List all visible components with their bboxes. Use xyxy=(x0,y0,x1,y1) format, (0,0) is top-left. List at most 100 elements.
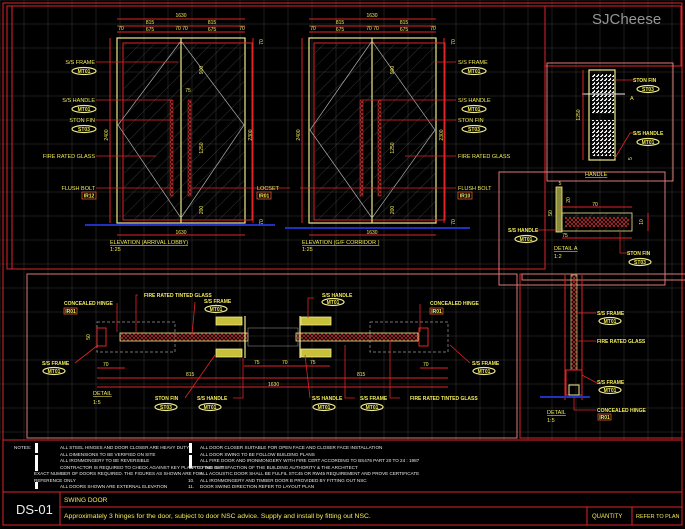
tag-mt01: MT01 xyxy=(468,107,481,113)
dim: 70 xyxy=(310,26,316,32)
dim: 70 xyxy=(451,39,457,45)
note-item: REFERENCE ONLY xyxy=(34,478,76,483)
tag-ir01: IR01 xyxy=(65,309,76,315)
tag-mt01: MT01 xyxy=(520,237,533,243)
label-concealed-hinge: CONCEALED HINGE xyxy=(64,301,114,307)
elevation-scale: 1:25 xyxy=(302,247,313,253)
dim: 1250 xyxy=(576,109,582,120)
label-ss-frame: S/S FRAME xyxy=(42,361,70,367)
tag-mt01: MT01 xyxy=(204,405,217,411)
label-fire-rated-tinted-glass: FIRE RATED TINTED GLASS xyxy=(144,293,212,299)
detail-scale: 1:2 xyxy=(554,254,562,260)
dim: 5 xyxy=(559,181,562,187)
quantity-label: QUANTITY xyxy=(592,514,622,520)
elevation-arrival-lobby: 1630 815 815 70 675 70 70 675 70 1630 24… xyxy=(43,13,290,253)
dim-height: 2400 xyxy=(296,129,302,140)
tag-ir10: IR10 xyxy=(460,194,471,200)
note-item: EXACT NUMBER OF DOORS REQUIRED. THE FIGU… xyxy=(34,471,203,476)
dim-leaf-left: 815 xyxy=(146,20,155,26)
detail-title: DETAIL xyxy=(547,410,566,416)
watermark-logo: SJCheese xyxy=(592,11,661,28)
dim: 70 xyxy=(118,26,124,32)
label-ss-frame: S/S FRAME xyxy=(597,380,625,386)
quantity-value: REFER TO PLAN xyxy=(636,514,680,520)
dim: 70 xyxy=(103,362,109,368)
label-flush-bolt: FLUSH BOLT xyxy=(458,186,492,192)
tag-mt01: MT01 xyxy=(366,405,379,411)
dim-width: 1630 xyxy=(366,13,377,19)
dim: 675 xyxy=(146,27,155,33)
label-concealed-hinge: CONCEALED HINGE xyxy=(430,301,480,307)
label-ston-fin: STON FIN xyxy=(69,118,95,124)
note-item: CONTRACTOR IS REQUIRED TO CHECK AGAINST … xyxy=(60,465,224,470)
detail-title: HANDLE xyxy=(585,172,608,178)
dim: 70 xyxy=(366,26,372,32)
drawing-description: Approximately 3 hinges for the door, sub… xyxy=(64,513,371,520)
tag-mt01: MT01 xyxy=(318,405,331,411)
dim: 75 xyxy=(185,88,191,94)
dim: 675 xyxy=(336,27,345,33)
section-marker: A xyxy=(630,96,634,102)
dim: 815 xyxy=(357,372,366,378)
label-ss-frame: S/S FRAME xyxy=(458,60,488,66)
label-ston-fin: STON FIN xyxy=(633,78,657,84)
note-number: 11. xyxy=(188,484,194,489)
dim: 815 xyxy=(186,372,195,378)
label-ss-handle: S/S HANDLE xyxy=(322,293,353,299)
label-ss-handle: S/S HANDLE xyxy=(197,396,228,402)
detail-title: DETAIL xyxy=(93,391,112,397)
note-item: DOOR SWING DIRECTION REFER TO LAYOUT PLA… xyxy=(200,484,314,489)
label-fire-rated-tinted-glass: FIRE RATED TINTED GLASS xyxy=(410,396,478,402)
dim-width: 1630 xyxy=(175,13,186,19)
label-ston-fin: STON FIN xyxy=(627,251,651,257)
label-ss-handle: S/S HANDLE xyxy=(458,98,491,104)
dim: 70 xyxy=(259,39,265,45)
tag-st03: ST03 xyxy=(468,127,480,133)
tag-ir01: IR01 xyxy=(599,415,610,421)
dim: 900 xyxy=(199,66,205,75)
dim: 70 xyxy=(451,219,457,225)
elevation-gf-corridor: 1630 815 815 70 675 70 70 675 70 1630 24… xyxy=(285,13,510,253)
dim: 70 xyxy=(175,26,181,32)
elevation-title: ELEVATION (G/F CORRIDOR ) xyxy=(302,240,380,246)
detail-title: DETAIL A xyxy=(554,246,578,252)
note-item: ALL DIMENSIONS TO BE VERIFIED ON SITE xyxy=(60,452,155,457)
tag-st03: ST03 xyxy=(160,405,172,411)
dim: 70 xyxy=(282,360,288,366)
notes: NOTES: ALL STEEL HINGES AND DOOR CLOSER … xyxy=(14,443,420,489)
tag-st03: ST03 xyxy=(642,87,654,93)
tag-mt01: MT01 xyxy=(78,69,91,75)
dim: 900 xyxy=(390,66,396,75)
dim: 1250 xyxy=(390,142,396,153)
tag-mt01: MT01 xyxy=(478,369,491,375)
label-ss-handle: S/S HANDLE xyxy=(62,98,95,104)
drawing-name: SWING DOOR xyxy=(64,497,108,504)
tag-mt01: MT01 xyxy=(48,369,61,375)
note-item: ALL STEEL HINGES AND DOOR CLOSER ARE HEA… xyxy=(60,445,189,450)
dim: 70 xyxy=(239,26,245,32)
tag-mt01: MT01 xyxy=(642,140,655,146)
tag-mt01: MT01 xyxy=(468,69,481,75)
dim-height: 2300 xyxy=(248,129,254,140)
dim: 815 xyxy=(400,20,409,26)
dim: 675 xyxy=(208,27,217,33)
dim-height: 2400 xyxy=(104,129,110,140)
drawing-code: DS-01 xyxy=(16,502,53,517)
dim: 70 xyxy=(423,362,429,368)
note-item: ALL DOOR CLOSER SUITABLE FOR OPEN FACE A… xyxy=(200,445,382,450)
label-ston-fin: STON FIN xyxy=(458,118,484,124)
handle-bar xyxy=(187,99,192,197)
elevation-scale: 1:25 xyxy=(110,247,121,253)
note-item: ALL IRONMONGERY AND TIMBER DOOR B PROVID… xyxy=(200,478,367,483)
label-fire-rated-glass: FIRE RATED GLASS xyxy=(43,154,95,160)
note-item: ALL DOORS SHOWN ARE EXTERNAL ELEVATION xyxy=(60,484,167,489)
dim: 70 xyxy=(430,26,436,32)
dim: 70 xyxy=(592,202,598,208)
tag-ir12: IR12 xyxy=(84,194,95,200)
dim: 70 xyxy=(259,219,265,225)
dim: 50 xyxy=(548,210,554,216)
dim: 675 xyxy=(400,27,409,33)
dim: 815 xyxy=(336,20,345,26)
